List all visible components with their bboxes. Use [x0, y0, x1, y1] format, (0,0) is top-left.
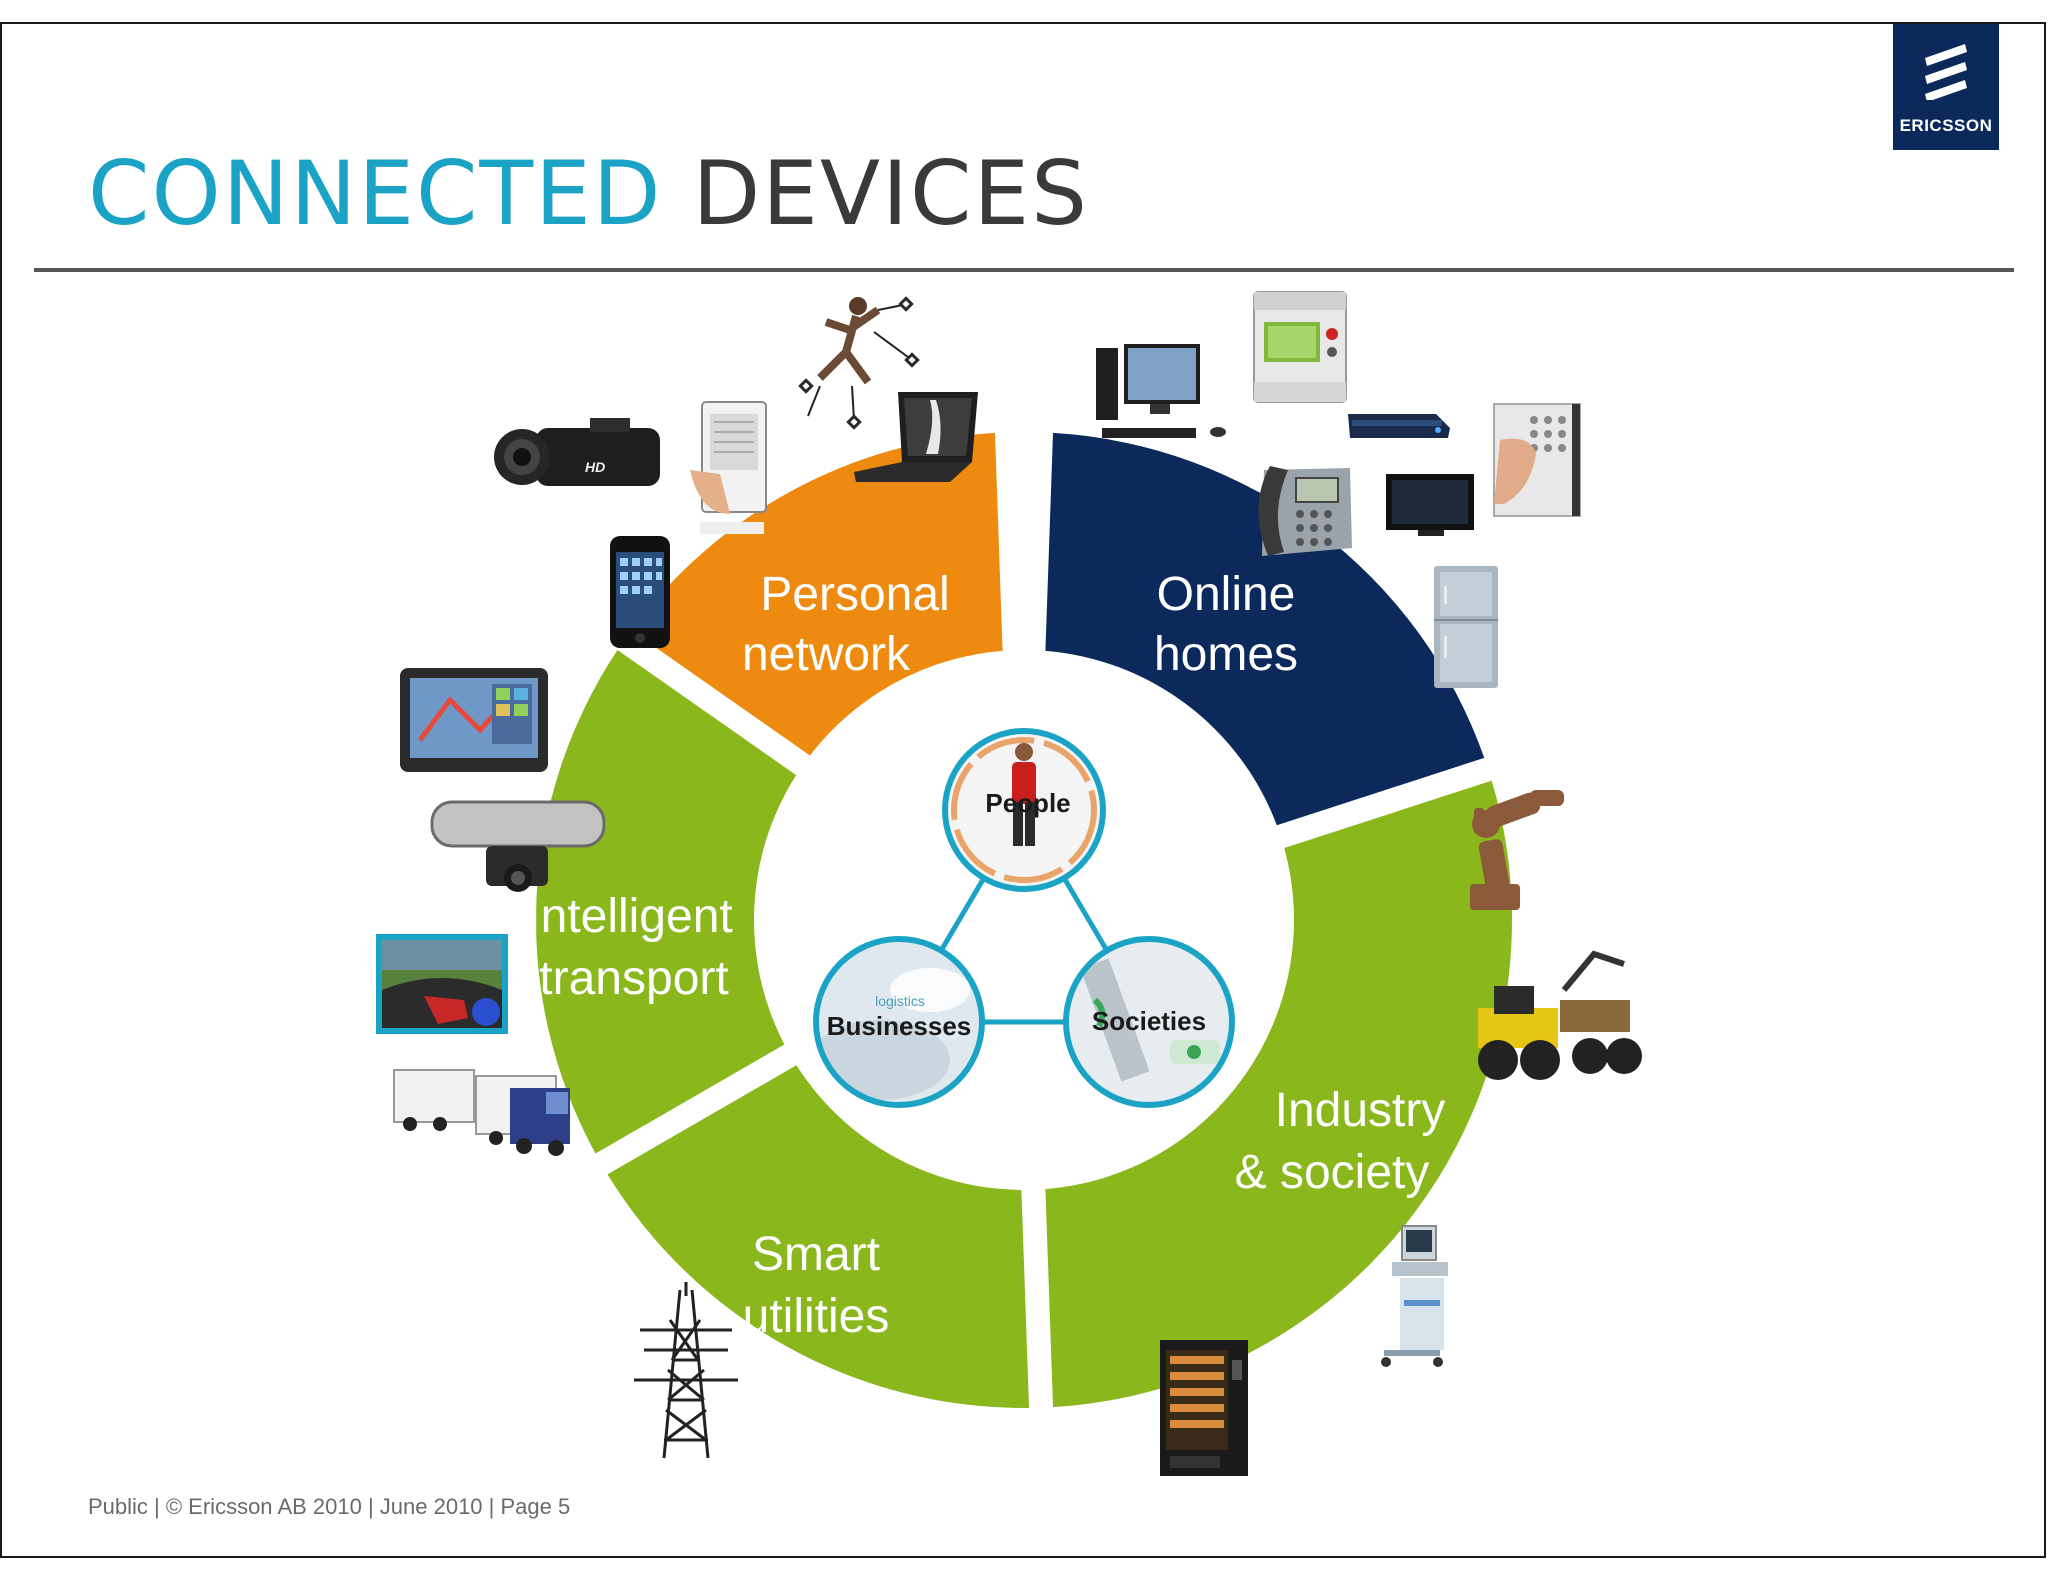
vending-machine-icon: [1160, 1340, 1248, 1476]
truck-icon: [393, 1069, 570, 1156]
online-homes-label-2: homes: [1154, 628, 1298, 681]
title-part-devices: DEVICES: [692, 142, 1089, 245]
page-title: CONNECTED DEVICES: [88, 150, 1089, 238]
tv-icon: [1386, 474, 1474, 536]
smart-utilities-label-2: utilities: [743, 1290, 890, 1343]
slide-footer: Public | © Ericsson AB 2010 | June 2010 …: [88, 1494, 571, 1519]
desktop-pc-icon: [1096, 344, 1226, 438]
industry-society-label-2: & society: [1235, 1146, 1430, 1199]
person-icon: [1012, 743, 1036, 846]
segment-industry-society: [1045, 780, 1512, 1408]
personal-network-label-1: Personal: [760, 568, 949, 621]
robot-arm-icon: [1470, 790, 1564, 910]
laptop-icon: [854, 392, 978, 482]
intelligent-transport-label-2: transport: [539, 952, 728, 1005]
industry-society-label-1: Industry: [1275, 1084, 1446, 1137]
logistics-icon: logistics: [875, 993, 925, 1009]
title-divider: [34, 268, 2014, 272]
set-top-box-icon: [1348, 414, 1450, 438]
node-people-label: People: [985, 788, 1070, 818]
online-homes-label-1: Online: [1157, 568, 1296, 621]
ericsson-mark-icon: [1925, 44, 1967, 100]
car-dashboard-icon: [376, 934, 508, 1034]
smart-meter-icon: [1253, 291, 1347, 403]
e-reader-icon: [690, 401, 767, 534]
keypad-icon: [1493, 403, 1581, 517]
desk-phone-icon: [1258, 466, 1352, 556]
node-people: People: [942, 728, 1106, 892]
segment-personal-network: [631, 432, 1003, 756]
power-pylon-icon: [634, 1282, 738, 1459]
svg-text:HD: HD: [585, 459, 605, 475]
medical-device-icon: [1381, 1225, 1448, 1367]
node-businesses-label: Businesses: [827, 1011, 972, 1041]
intelligent-transport-label-1: Intelligent: [527, 890, 732, 943]
runner-icon: [798, 296, 920, 430]
smart-utilities-label-1: Smart: [752, 1228, 880, 1281]
rearview-camera-icon: [430, 800, 606, 892]
node-businesses: logistics Businesses: [813, 936, 985, 1108]
title-part-connected: CONNECTED: [88, 142, 663, 245]
segment-intelligent-transport: [535, 650, 797, 1154]
node-societies-label: Societies: [1092, 1006, 1206, 1036]
node-societies: Societies: [1063, 936, 1235, 1108]
personal-network-label-2: network: [742, 628, 911, 681]
logo-text: ERICSSON: [1899, 116, 1993, 135]
gps-navigator-icon: [400, 668, 548, 772]
segment-online-homes: [1045, 432, 1485, 826]
ericsson-logo: ERICSSON: [1893, 24, 1999, 150]
fridge-icon: [1434, 566, 1498, 688]
camcorder-icon: HD: [494, 418, 660, 486]
segment-smart-utilities: [607, 1065, 1030, 1408]
smartphone-icon: [610, 536, 670, 648]
forestry-machine-icon: [1478, 950, 1642, 1080]
